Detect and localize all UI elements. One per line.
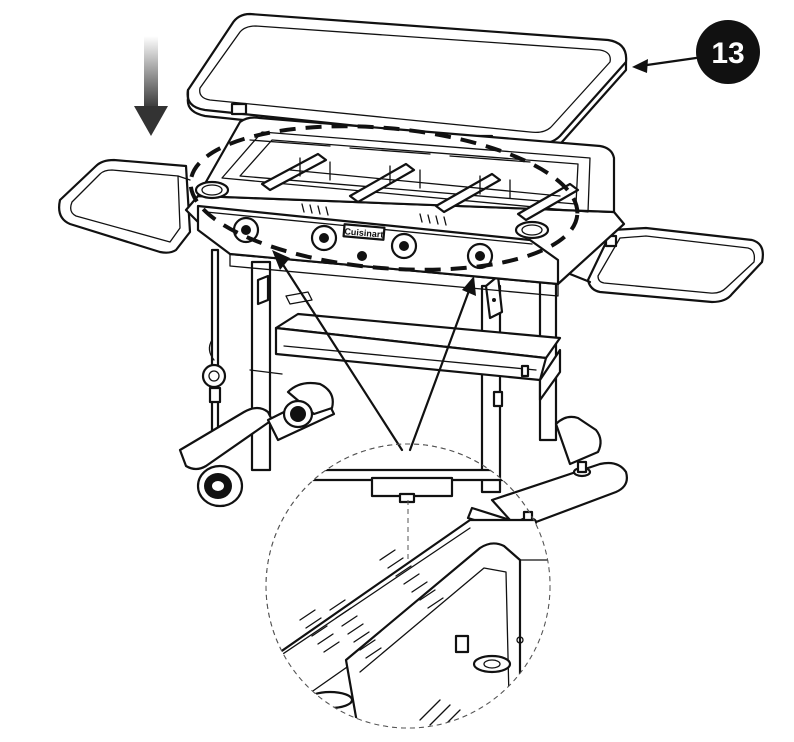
step-badge-icon: 13 (632, 20, 760, 84)
brand-label: Cuisinart (344, 226, 384, 239)
highlight-ellipse (188, 124, 580, 272)
left-side-shelf (58, 158, 192, 254)
down-arrow-icon (134, 36, 168, 136)
callout-arrows (272, 250, 476, 452)
step-number: 13 (711, 37, 744, 70)
cart-frame (178, 248, 628, 530)
detail-magnifier (265, 443, 551, 729)
burner-body: Cuisinart (184, 116, 626, 297)
right-side-shelf (558, 226, 764, 304)
